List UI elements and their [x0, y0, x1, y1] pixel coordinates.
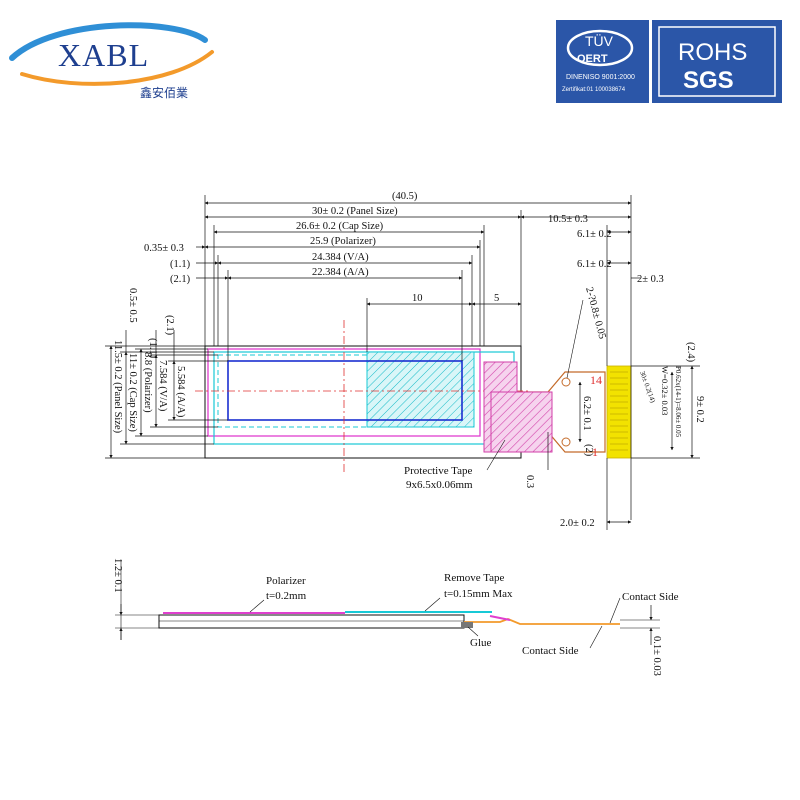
contact-side-bottom: Contact Side [522, 645, 579, 657]
dim-5: 5 [494, 293, 499, 304]
cyan-hatch-region [366, 351, 475, 428]
glue-label: Glue [470, 637, 492, 649]
dim-fpc: 10.5± 0.3 [548, 214, 588, 225]
dim-10: 10 [412, 293, 423, 304]
dim-r24: (2.4) [685, 342, 696, 363]
dim-2: 2± 0.3 [637, 274, 664, 285]
alignment-hole-top [561, 377, 571, 387]
dim-va: 24.384 (V/A) [312, 252, 369, 263]
top-dimensions [196, 195, 640, 520]
dim-t01: 0.1± 0.03 [651, 636, 662, 676]
dim-h11: (1.1) [147, 338, 158, 359]
logo-brand: XABL [58, 37, 149, 73]
sgs-text: SGS [683, 67, 734, 94]
dim-03: 0.3 [524, 475, 535, 488]
side-fpc [464, 618, 620, 625]
polarizer-label: Polarizer [266, 575, 306, 587]
contact-side-top: Contact Side [622, 591, 679, 603]
dim-h11c: 11± 0.2 (Cap Size) [127, 353, 138, 432]
dim-cont: 30± 0.2(14) [638, 370, 657, 404]
dim-h88: 8.8 (Polarizer) [142, 352, 153, 413]
remove-tape-thickness: t=0.15mm Max [444, 588, 513, 600]
dim-h5584: 5.584 (A/A) [175, 366, 186, 418]
dim-h05: 0.5± 0.5 [127, 288, 138, 323]
logo-arc-lower [20, 50, 214, 86]
rohs-text: ROHS [678, 39, 747, 66]
tuv-line2: Zertifikat:01 100038674 [562, 87, 626, 93]
tape-label: Protective Tape [404, 465, 472, 477]
dim-r9: 9± 0.2 [694, 396, 705, 423]
logo-subtitle: 鑫安佰業 [140, 85, 188, 100]
company-logo: XABL 鑫安佰業 [9, 22, 214, 100]
right-dimensions [547, 365, 700, 530]
logo-arc [9, 22, 208, 61]
dim-pol-offset: 0.35± 0.3 [144, 243, 184, 254]
dim-t12: 1.2± 0.1 [112, 558, 123, 593]
pin-14-label: 14 [590, 373, 602, 387]
tuv-line1: DINENISO 9001:2000 [566, 74, 635, 81]
dim-61a: 6.1± 0.2 [577, 229, 612, 240]
polarizer-thickness: t=0.2mm [266, 590, 307, 602]
dim-panel: 30± 0.2 (Panel Size) [312, 206, 398, 217]
tuv-title: TÜV [585, 32, 614, 49]
dim-h115: 11.5± 0.2 (Panel Size) [112, 340, 123, 434]
side-view-labels: 1.2± 0.1 0.1± 0.03 Polarizer t=0.2mm Rem… [112, 558, 679, 676]
dim-pitch: P0.62x(14-1)=8.06± 0.05 [674, 366, 682, 438]
hole-leader [566, 299, 584, 379]
panel-side-view [115, 560, 660, 645]
dim-aa-offset: (2.1) [170, 274, 191, 285]
dim-width: W=0.32± 0.03 [660, 366, 670, 415]
tape-leader [486, 439, 506, 471]
side-glass [158, 614, 465, 629]
dim-overall: (40.5) [392, 191, 418, 202]
dim-aa: 22.384 (A/A) [312, 267, 369, 278]
protective-tape-b [490, 391, 553, 453]
alignment-hole-bottom [561, 437, 571, 447]
dim-polarizer: 25.9 (Polarizer) [310, 236, 376, 247]
active-area [227, 360, 463, 421]
dim-20: 2.0± 0.2 [560, 518, 595, 529]
dim-h21: (2.1) [164, 315, 175, 336]
remove-tape-label: Remove Tape [444, 572, 505, 584]
dim-61b: 6.1± 0.2 [577, 259, 612, 270]
tuv-code: OERT [577, 53, 608, 65]
tape-size-label: 9x6.5x0.06mm [406, 479, 473, 491]
fpc-assembly: 14 1 [483, 361, 632, 459]
top-dimension-labels: (40.5) 30± 0.2 (Panel Size) 10.5± 0.3 26… [144, 191, 664, 340]
tuv-badge: TÜV OERT DINENISO 9001:2000 Zertifikat:0… [556, 20, 649, 103]
side-glue [461, 622, 473, 628]
left-dimensions [105, 330, 228, 459]
side-tape [489, 615, 511, 621]
rohs-sgs-badge: ROHS SGS [652, 20, 782, 103]
dim-h2: (2) [583, 444, 594, 457]
contact-pins [606, 365, 632, 459]
dim-hole: 2-?0.8± 0.05 [583, 286, 607, 340]
dim-va-offset: (1.1) [170, 259, 191, 270]
left-dimension-labels: 0.5± 0.5 (2.1) (1.1) 11.5± 0.2 (Panel Si… [112, 288, 186, 434]
dim-h62: 6.2± 0.1 [581, 396, 592, 431]
dim-cap: 26.6± 0.2 (Cap Size) [296, 221, 384, 232]
dim-h7584: 7.584 (V/A) [157, 360, 168, 412]
pin-1-label: 1 [592, 445, 598, 459]
